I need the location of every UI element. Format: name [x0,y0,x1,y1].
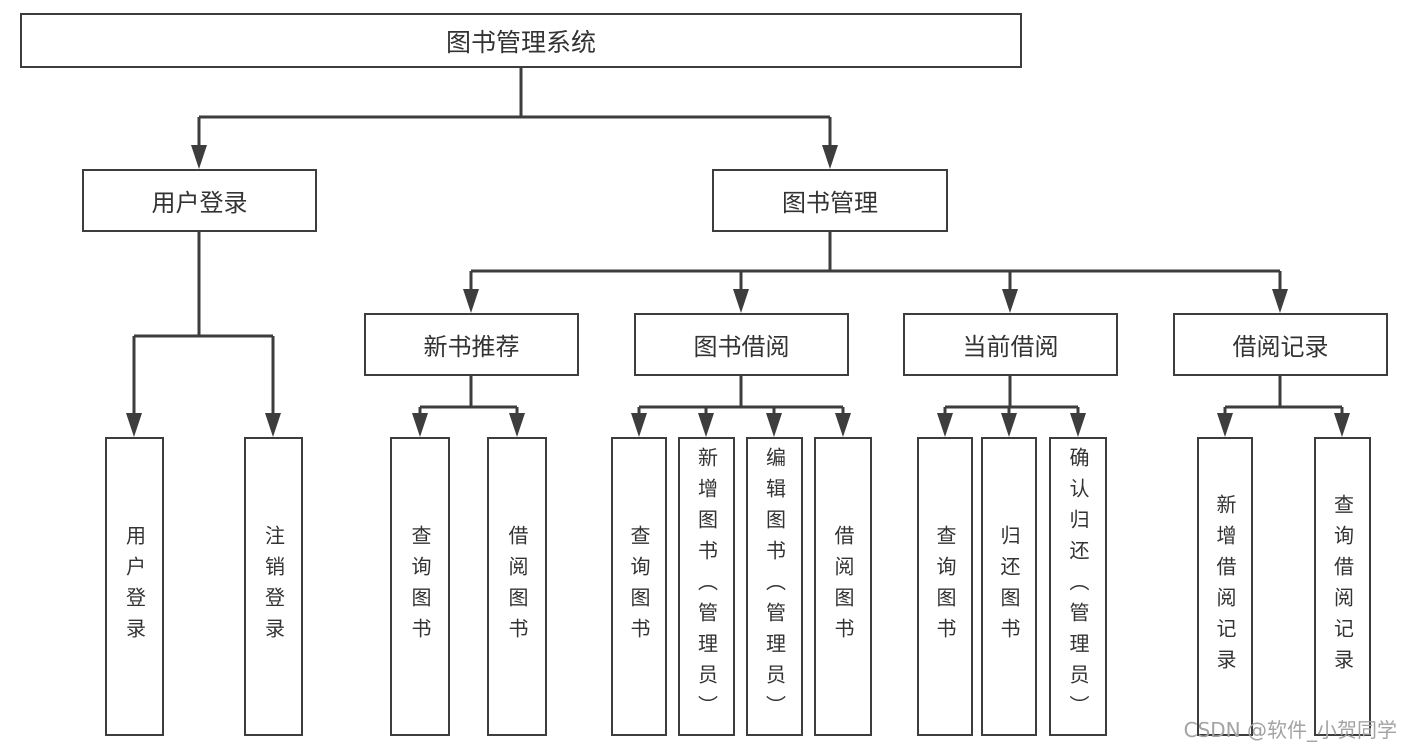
leaf-logout: 注销登录 [244,437,303,736]
node-label: 新增图书（管理员） [694,447,719,726]
node-current-borrowing: 当前借阅 [903,313,1118,376]
leaf-borrow-books-recommend: 借阅图书 [487,437,547,736]
csdn-watermark: CSDN @软件_小贺同学 [1183,718,1397,742]
node-label: 查询借阅记录 [1330,493,1355,680]
node-label: 用户登录 [122,524,147,649]
leaf-return-book: 归还图书 [981,437,1037,736]
leaf-edit-book-admin: 编辑图书（管理员） [746,437,803,736]
node-label: 当前借阅 [962,333,1059,361]
node-user-login: 用户登录 [82,169,317,232]
node-label: 借阅记录 [1232,333,1329,361]
node-label: 用户登录 [151,189,248,217]
node-book-borrowing: 图书借阅 [634,313,849,376]
leaf-query-books-borrowing: 查询图书 [611,437,667,736]
node-label: 图书管理 [782,189,878,217]
node-label: 查询图书 [627,524,651,649]
node-library-management-system: 图书管理系统 [20,13,1022,68]
node-borrowing-records: 借阅记录 [1173,313,1388,376]
node-label: 借阅图书 [505,524,529,649]
node-label: 新书推荐 [423,333,520,361]
leaf-query-borrow-record: 查询借阅记录 [1314,437,1371,736]
leaf-user-login: 用户登录 [105,437,164,736]
node-label: 确认归还（管理员） [1066,447,1090,726]
node-label: 查询图书 [933,524,957,649]
node-new-book-recommendation: 新书推荐 [364,313,579,376]
leaf-add-borrow-record: 新增借阅记录 [1197,437,1253,736]
leaf-borrow-books-borrowing: 借阅图书 [814,437,872,736]
node-label: 图书管理系统 [445,27,596,57]
node-label: 注销登录 [261,524,286,649]
node-label: 图书借阅 [693,333,790,361]
leaf-query-books-recommend: 查询图书 [390,437,450,736]
leaf-add-book-admin: 新增图书（管理员） [678,437,735,736]
leaf-confirm-return-admin: 确认归还（管理员） [1049,437,1107,736]
node-label: 查询图书 [408,524,432,649]
node-book-management: 图书管理 [712,169,948,232]
node-label: 新增借阅记录 [1213,493,1237,680]
node-label: 归还图书 [997,524,1021,649]
leaf-query-books-current: 查询图书 [917,437,973,736]
node-label: 借阅图书 [831,524,855,649]
node-label: 编辑图书（管理员） [762,447,787,726]
